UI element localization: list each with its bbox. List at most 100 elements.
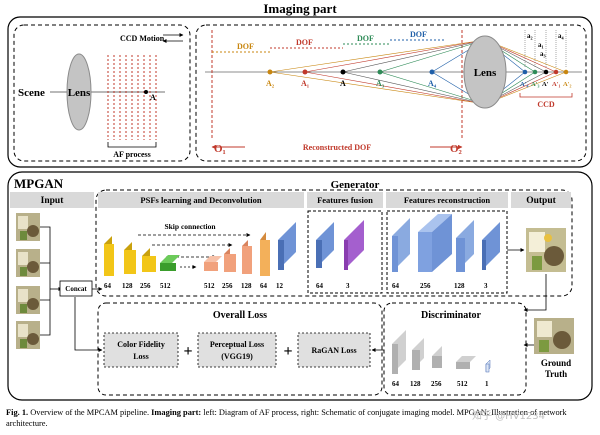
input-images bbox=[16, 213, 40, 349]
output-title: Output bbox=[526, 196, 556, 206]
decoder-block-512 bbox=[204, 256, 222, 271]
decoder-block-256 bbox=[224, 248, 236, 272]
o1-label: O₁ bbox=[214, 143, 226, 155]
input-image-4 bbox=[16, 321, 40, 349]
fusion-header-bg bbox=[307, 192, 383, 208]
dec-dim-256: 256 bbox=[222, 282, 233, 290]
scene-label: Scene bbox=[18, 87, 45, 99]
af-lens-label: Lens bbox=[68, 87, 91, 99]
disc-dim-128: 128 bbox=[410, 380, 421, 388]
object-point-a3 bbox=[377, 69, 383, 75]
input-title: Input bbox=[41, 196, 65, 206]
spacing-a4-label: a₄ bbox=[558, 32, 565, 40]
dec-dim-128: 128 bbox=[241, 282, 252, 290]
fusion-title: Features fusion bbox=[317, 195, 373, 205]
af-panel-frame bbox=[13, 24, 191, 162]
object-points: A₂ A₁ A A₃ A₄ bbox=[266, 69, 437, 88]
spacing-a3-label: a₃ bbox=[540, 50, 546, 58]
figure-canvas: Imaging part Scene Lens CCD Motion bbox=[7, 1, 593, 401]
mpgan-part: MPGAN Generator Input bbox=[7, 171, 593, 401]
recon-dim-256: 256 bbox=[420, 282, 431, 290]
dof-label-4: DOF bbox=[410, 30, 427, 39]
recon-block-64 bbox=[392, 218, 410, 272]
dof-label-1: DOF bbox=[237, 42, 254, 51]
discriminator-frame bbox=[383, 302, 527, 396]
object-point-a2 bbox=[267, 69, 273, 75]
input-image-2 bbox=[16, 249, 40, 277]
skip-connection-label: Skip connection bbox=[164, 222, 216, 231]
disc-dim-64: 64 bbox=[392, 380, 400, 388]
generator-frame bbox=[95, 189, 573, 297]
fusion-block-3 bbox=[344, 220, 364, 270]
figure-caption: Fig. 1. Overview of the MPCAM pipeline. … bbox=[6, 407, 594, 429]
conjugate-lens-shape bbox=[463, 35, 507, 109]
ground-truth-label-1: Ground bbox=[541, 358, 571, 368]
caption-fig-number: Fig. 1. bbox=[6, 408, 29, 417]
encoder-block-128 bbox=[124, 242, 136, 274]
input-header-bg bbox=[10, 192, 94, 208]
o2-label: O₂ bbox=[450, 143, 463, 155]
disc-block-64 bbox=[392, 330, 406, 374]
encoder-block-512 bbox=[160, 255, 180, 271]
recon-block-128 bbox=[456, 220, 474, 272]
input-connectors bbox=[40, 226, 103, 352]
output-image bbox=[526, 228, 566, 272]
disc-block-256 bbox=[432, 346, 442, 368]
discriminator-blocks bbox=[392, 330, 491, 374]
af-panel: Scene Lens CCD Motion A AF process bbox=[13, 24, 191, 162]
psf-dims: 64 128 256 512 512 256 128 64 12 bbox=[104, 282, 284, 290]
dof-label-2: DOF bbox=[296, 38, 313, 47]
fusion-dim-3: 3 bbox=[346, 282, 350, 290]
object-point-a2-label: A₂ bbox=[266, 79, 275, 88]
conjugate-lens-label: Lens bbox=[474, 67, 497, 79]
loss-perceptual: Perceptual Loss (VGG19) bbox=[197, 332, 277, 368]
object-point-a1 bbox=[302, 69, 308, 75]
image-points: A'₄ A'₃ A' A'₁ A'₂ bbox=[520, 69, 572, 88]
loss-perceptual-label-2: (VGG19) bbox=[221, 352, 253, 361]
caption-text-2: left: Diagram of AF process, right: Sche… bbox=[6, 408, 567, 428]
image-point-a-label: A' bbox=[542, 81, 549, 88]
imaging-part-title: Imaging part bbox=[263, 1, 337, 16]
af-process-label: AF process bbox=[113, 150, 151, 159]
object-point-a-label: A bbox=[340, 79, 346, 88]
encoder-blocks bbox=[104, 236, 197, 276]
spacing-a1-label: a₁ bbox=[538, 41, 544, 49]
fusion-block-64 bbox=[316, 222, 334, 268]
mpgan-frame bbox=[7, 171, 593, 401]
fusion-frame bbox=[307, 210, 383, 294]
loss-ragan: RaGAN Loss bbox=[297, 332, 371, 368]
enc-dim-64: 64 bbox=[104, 282, 112, 290]
output-header-bg bbox=[511, 192, 571, 208]
recon-dim-128: 128 bbox=[454, 282, 465, 290]
dec-dim-64: 64 bbox=[260, 282, 268, 290]
dec-dim-512: 512 bbox=[204, 282, 215, 290]
conjugate-panel: DOF DOF DOF DOF Lens A₂ A₁ A A₃ bbox=[195, 24, 587, 162]
caption-bold: Imaging part: bbox=[151, 408, 202, 417]
object-point-a bbox=[340, 69, 346, 75]
af-point-a bbox=[144, 90, 148, 94]
psf-title: PSFs learning and Deconvolution bbox=[140, 195, 261, 205]
plus-sign-2: + bbox=[283, 343, 292, 360]
ccd-motion-label: CCD Motion bbox=[120, 34, 165, 43]
loss-color-label-1: Color Fidelity bbox=[117, 340, 165, 349]
object-point-a1-label: A₁ bbox=[301, 79, 310, 88]
dof-label-3: DOF bbox=[357, 34, 374, 43]
recon-dim-3: 3 bbox=[484, 282, 488, 290]
ccd-label: CCD bbox=[537, 100, 555, 109]
overall-loss-title: Overall Loss bbox=[213, 310, 267, 321]
reconstructed-dof-label: Reconstructed DOF bbox=[303, 143, 371, 152]
spacing-a2-label: a₂ bbox=[527, 32, 533, 40]
concat-label: Concat bbox=[65, 285, 87, 293]
imaging-part-frame bbox=[7, 16, 593, 168]
disc-block-1 bbox=[485, 359, 491, 373]
disc-dim-256: 256 bbox=[431, 380, 442, 388]
disc-block-512 bbox=[456, 356, 476, 369]
decoder-blocks bbox=[204, 222, 296, 276]
enc-dim-512: 512 bbox=[160, 282, 171, 290]
af-point-a-label: A bbox=[150, 93, 156, 102]
recon-header-bg bbox=[386, 192, 508, 208]
af-ccd-lines bbox=[107, 55, 157, 140]
disc-block-128 bbox=[412, 338, 424, 370]
image-point-a2-label: A'₂ bbox=[563, 81, 572, 88]
image-point-a4-label: A'₄ bbox=[520, 81, 529, 88]
